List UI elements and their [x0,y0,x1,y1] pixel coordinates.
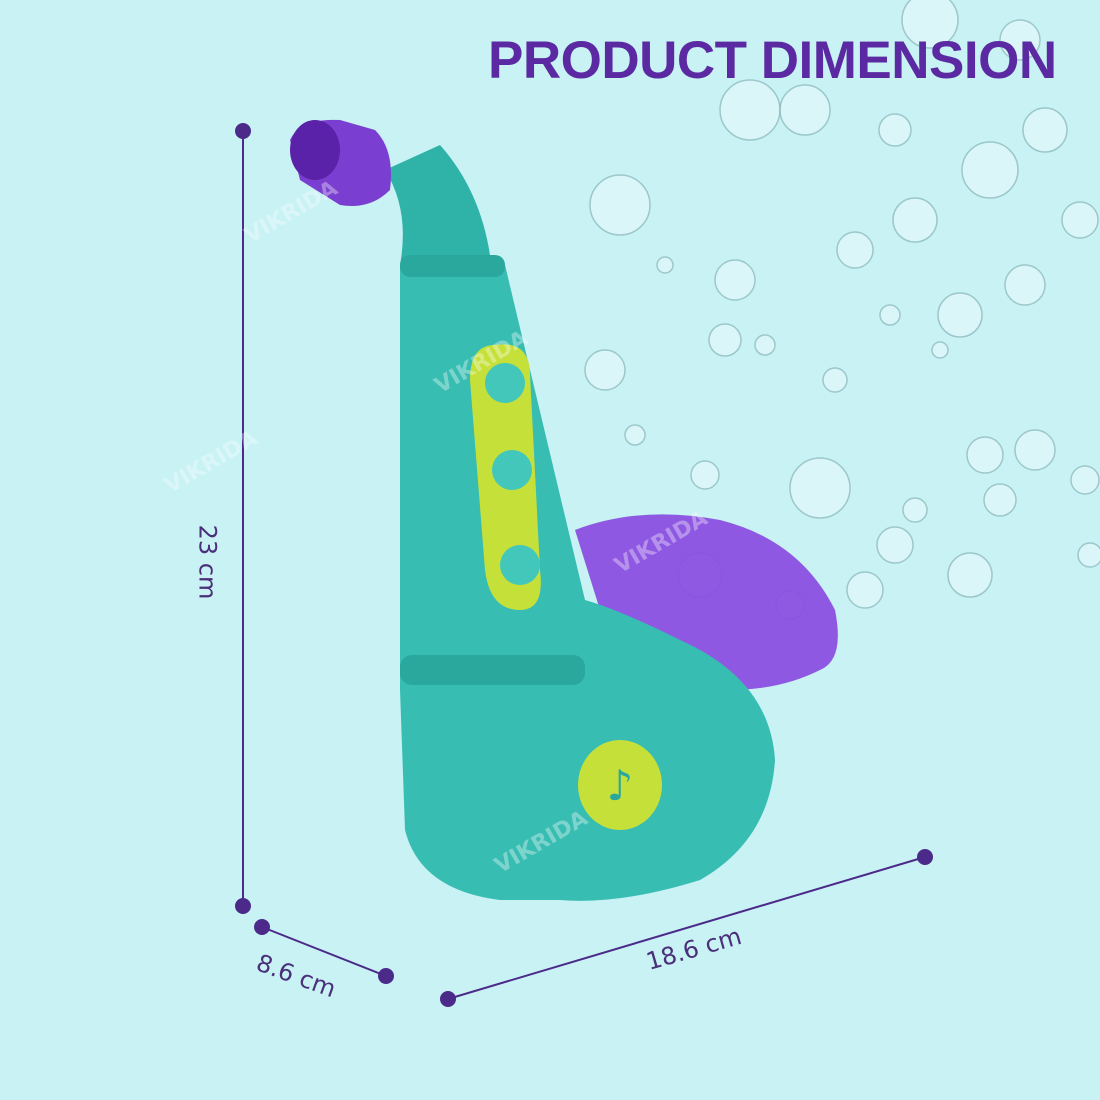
sax-bell [575,514,838,690]
bubble [999,19,1041,61]
music-button [578,740,662,830]
bubble [901,0,959,49]
bubble [846,571,884,609]
bubble [931,341,949,359]
sax-ring [400,655,585,685]
bubble [754,334,776,356]
bubble [961,141,1019,199]
dimension-lines [235,123,933,1007]
music-note-icon: ♪ [607,761,634,810]
width-line [447,856,926,1000]
bubble [878,113,912,147]
bubble [1061,201,1099,239]
bubble [1014,429,1056,471]
bubble [1070,465,1100,495]
depth-line [261,926,387,977]
sax-ring-top [400,255,505,277]
bubble [892,197,938,243]
bubble [690,460,720,490]
bubble [1077,542,1100,568]
bubble [876,526,914,564]
bubble [937,292,983,338]
height-label: 23 cm [193,524,222,600]
bubble [714,259,756,301]
saxophone-toy: ♪ [290,119,838,901]
bubble [584,349,626,391]
page-title: PRODUCT DIMENSION [488,31,1057,90]
bubble [966,436,1004,474]
height-line-top-dot [235,123,251,139]
bubble [708,323,742,357]
mouthpiece-opening [290,120,340,180]
bubble [789,457,851,519]
bubble [624,424,646,446]
bubble [822,367,848,393]
key-button-3 [500,545,540,585]
bubble [902,497,928,523]
bubble [589,174,651,236]
bubble [1004,264,1046,306]
bubble [779,84,831,136]
sax-neck [385,145,490,265]
bubble [1022,107,1068,153]
bubble [947,552,993,598]
bubble [983,483,1017,517]
bubble [656,256,674,274]
height-line-bottom-dot [235,898,251,914]
bubble [836,231,874,269]
key-button-2 [492,450,532,490]
bubble [879,304,901,326]
key-button-1 [485,363,525,403]
